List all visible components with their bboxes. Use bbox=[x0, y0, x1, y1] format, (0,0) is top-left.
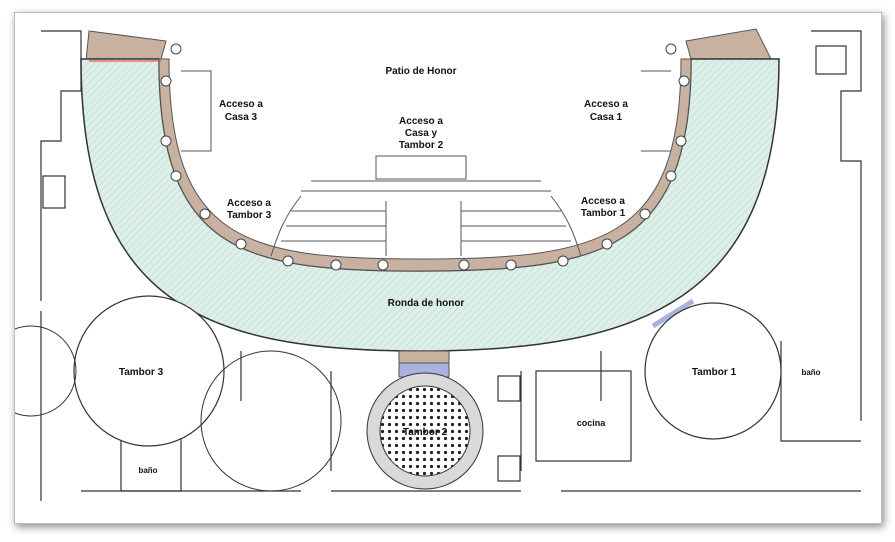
label-cocina: cocina bbox=[577, 418, 607, 428]
wall-band-left-top bbox=[85, 30, 167, 62]
label-tambor-1: Tambor 1 bbox=[692, 367, 737, 378]
label-tambor-2: Tambor 2 bbox=[403, 427, 448, 438]
tambor-3-room bbox=[73, 295, 225, 447]
label-bano-left: baño bbox=[138, 466, 157, 475]
wall-band-right-top bbox=[685, 28, 772, 60]
label-tambor-3: Tambor 3 bbox=[119, 367, 164, 378]
central-stairs bbox=[181, 70, 671, 257]
walls bbox=[40, 30, 862, 501]
tambor-2-floor bbox=[379, 385, 471, 477]
tambor-1-room bbox=[644, 302, 782, 440]
columns bbox=[160, 43, 690, 271]
inner-tan-band bbox=[158, 58, 692, 272]
label-bano-right: baño bbox=[801, 368, 820, 377]
label-ronda-de-honor: Ronda de honor bbox=[388, 298, 465, 309]
label-patio-de-honor: Patio de Honor bbox=[385, 66, 456, 77]
